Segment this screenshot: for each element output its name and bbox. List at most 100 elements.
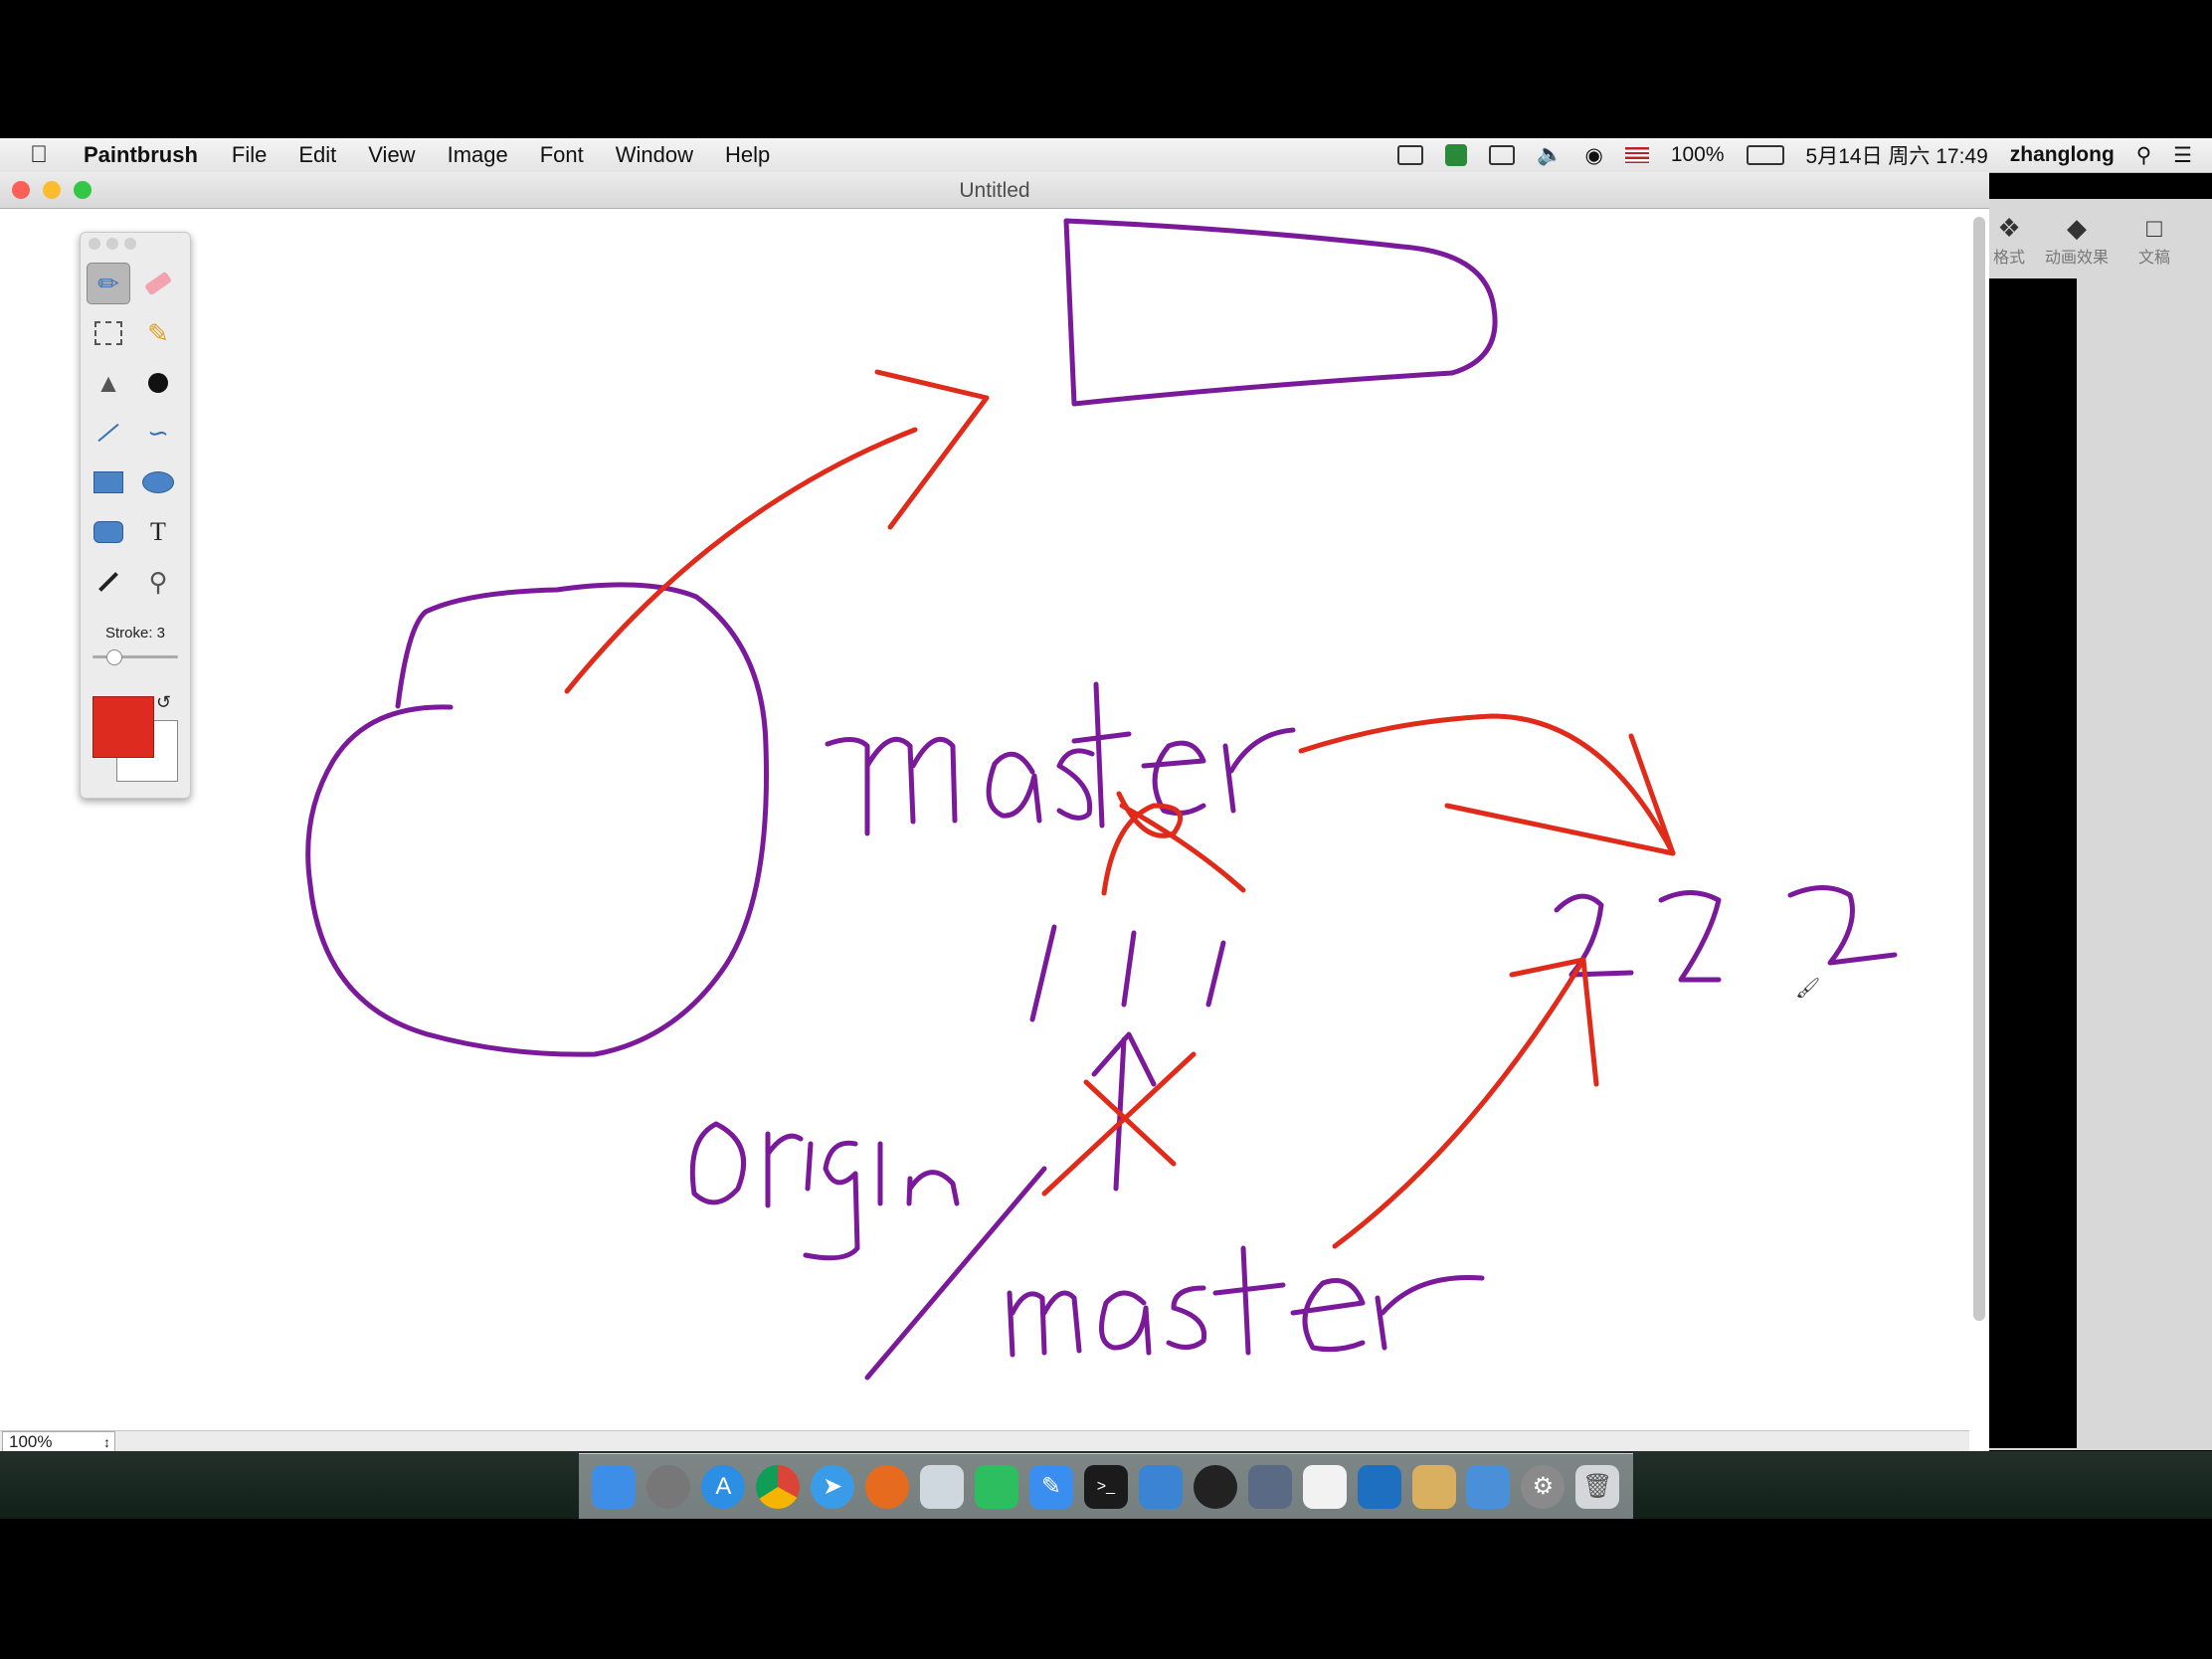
palette-zoom-icon[interactable] [124, 238, 136, 250]
stepper-icon: ↕ [103, 1434, 110, 1450]
tool-palette: ✏ ✎ ▲ ∽ T ⚲ Stroke: 3 ↺ [80, 232, 191, 799]
menu-window[interactable]: Window [615, 142, 694, 167]
keynote-icon[interactable] [1466, 1464, 1511, 1509]
volume-icon[interactable]: 🔈 [1537, 143, 1564, 166]
trash-icon[interactable]: 🗑 [1575, 1464, 1620, 1509]
rounded-rect-icon [93, 521, 123, 543]
selection-icon [94, 321, 122, 345]
xcode-icon[interactable] [1138, 1464, 1183, 1509]
rounded-rect-tool[interactable] [87, 511, 130, 553]
animate-icon: ◆ [2067, 213, 2087, 243]
paint-bucket-alt-icon: ✎ [147, 317, 169, 348]
input-source-flag-icon[interactable] [1624, 147, 1649, 163]
eyedropper-icon [98, 572, 118, 592]
document-icon: □ [2146, 213, 2162, 243]
spotlight-search-icon[interactable]: ⚲ [2135, 143, 2152, 167]
launchpad-icon[interactable] [646, 1464, 691, 1509]
system-preferences-icon[interactable]: ⚙ [1521, 1464, 1566, 1509]
purple-strokes [305, 218, 1898, 1381]
battery-percent[interactable]: 100% [1670, 143, 1725, 166]
menu-help[interactable]: Help [725, 142, 771, 167]
rectangle-tool[interactable] [87, 461, 130, 503]
evernote-icon[interactable] [975, 1464, 1019, 1509]
stroke-slider[interactable] [92, 655, 178, 658]
finder-icon[interactable] [592, 1464, 637, 1509]
stroke-slider-knob[interactable] [106, 649, 122, 665]
right-toolbar-format[interactable]: ❖ 格式 [1989, 213, 2029, 268]
right-toolbar-animate[interactable]: ◆动画效果 [2037, 213, 2117, 268]
title-bar: Untitled [0, 172, 1989, 209]
right-toolbar-document-label: 文稿 [2137, 250, 2170, 267]
menu-bar:  Paintbrush File Edit View Image Font W… [0, 138, 2212, 173]
menu-image[interactable]: Image [447, 142, 508, 167]
wifi-icon[interactable]: ◉ [1584, 143, 1603, 167]
brush-tool[interactable]: ✏ [87, 263, 130, 304]
vscode-icon[interactable] [1357, 1464, 1401, 1509]
brush-icon: ✏ [97, 268, 119, 298]
terminal-icon[interactable]: >_ [1083, 1464, 1128, 1509]
menu-app-name[interactable]: Paintbrush [84, 142, 198, 167]
fill-tool[interactable]: ▲ [87, 362, 130, 404]
line-icon [97, 423, 119, 443]
pages-icon[interactable]: ✎ [1028, 1464, 1073, 1509]
textedit-icon[interactable] [1302, 1464, 1347, 1509]
screen-record-icon[interactable] [1397, 145, 1424, 165]
palette-minimize-icon[interactable] [106, 238, 118, 250]
ellipse-tool[interactable] [136, 461, 180, 503]
menu-view[interactable]: View [368, 142, 416, 167]
drawing-canvas[interactable]: 🖌 master origin master 222 [0, 209, 1967, 1412]
apple-icon[interactable]:  [30, 141, 58, 169]
eraser-icon [143, 271, 173, 296]
canvas-drawing: 🖌 [305, 218, 1898, 1381]
chrome-icon[interactable] [756, 1464, 801, 1509]
vertical-scrollbar[interactable] [1973, 217, 1985, 1321]
eraser-tool[interactable] [136, 263, 180, 304]
minimize-icon[interactable] [43, 181, 61, 199]
notification-center-icon[interactable]: ☰ [2173, 143, 2192, 167]
menu-file[interactable]: File [231, 142, 268, 167]
window-title: Untitled [959, 179, 1030, 202]
foreground-color-well[interactable] [92, 696, 154, 758]
clock[interactable]: 5月14日 周六 17:49 [1805, 145, 1988, 168]
zoom-window-icon[interactable] [74, 181, 92, 199]
paint-bucket-alt-tool[interactable]: ✎ [136, 312, 180, 354]
bomb-tool[interactable] [136, 362, 180, 404]
firefox-icon[interactable] [865, 1464, 910, 1509]
battery-icon[interactable] [1746, 145, 1784, 165]
paintbrush-icon[interactable] [1411, 1464, 1456, 1509]
menu-font[interactable]: Font [539, 142, 584, 167]
red-strokes [564, 369, 1676, 1249]
eyedropper-tool[interactable] [87, 561, 130, 603]
selection-tool[interactable] [87, 312, 130, 354]
zoom-icon: ⚲ [148, 566, 168, 597]
brush-cursor-icon: 🖌 [1795, 976, 1820, 1000]
zoom-value: 100% [9, 1432, 53, 1451]
status-footer [0, 1430, 1969, 1455]
memory-icon[interactable] [1489, 145, 1516, 165]
stroke-label: Stroke: 3 [104, 625, 166, 642]
curve-tool[interactable]: ∽ [136, 412, 180, 454]
fill-bucket-icon: ▲ [95, 367, 121, 398]
format-icon: ❖ [1997, 213, 2021, 243]
close-icon[interactable] [12, 181, 30, 199]
preview-icon[interactable] [920, 1464, 965, 1509]
app-store-icon[interactable]: A [701, 1464, 746, 1509]
safari-icon[interactable]: ➤ [811, 1464, 855, 1509]
menu-edit[interactable]: Edit [298, 142, 337, 167]
status-area: 🔈 ◉ 100% 5月14日 周六 17:49 zhanglong ⚲ ☰ [1376, 138, 2192, 172]
right-toolbar-document[interactable]: □ 文稿 [2124, 213, 2184, 268]
paintbrush-window: Untitled [0, 172, 1989, 1455]
swap-colors-icon[interactable]: ↺ [156, 692, 172, 712]
user-name[interactable]: zhanglong [2009, 143, 2115, 166]
ellipse-icon [142, 471, 174, 493]
text-tool[interactable]: T [136, 511, 180, 553]
dock: A ➤ ✎ >_ ⚙ 🗑 [579, 1453, 1633, 1519]
zoom-tool[interactable]: ⚲ [136, 561, 180, 603]
sync-icon[interactable] [1445, 144, 1468, 166]
palette-close-icon[interactable] [89, 238, 100, 250]
zoom-select[interactable]: 100% ↕ [2, 1431, 115, 1453]
line-tool[interactable] [87, 412, 130, 454]
qq-icon[interactable] [1193, 1464, 1237, 1509]
imovie-icon[interactable] [1247, 1464, 1292, 1509]
right-toolbar-format-label: 格式 [1992, 250, 2025, 267]
